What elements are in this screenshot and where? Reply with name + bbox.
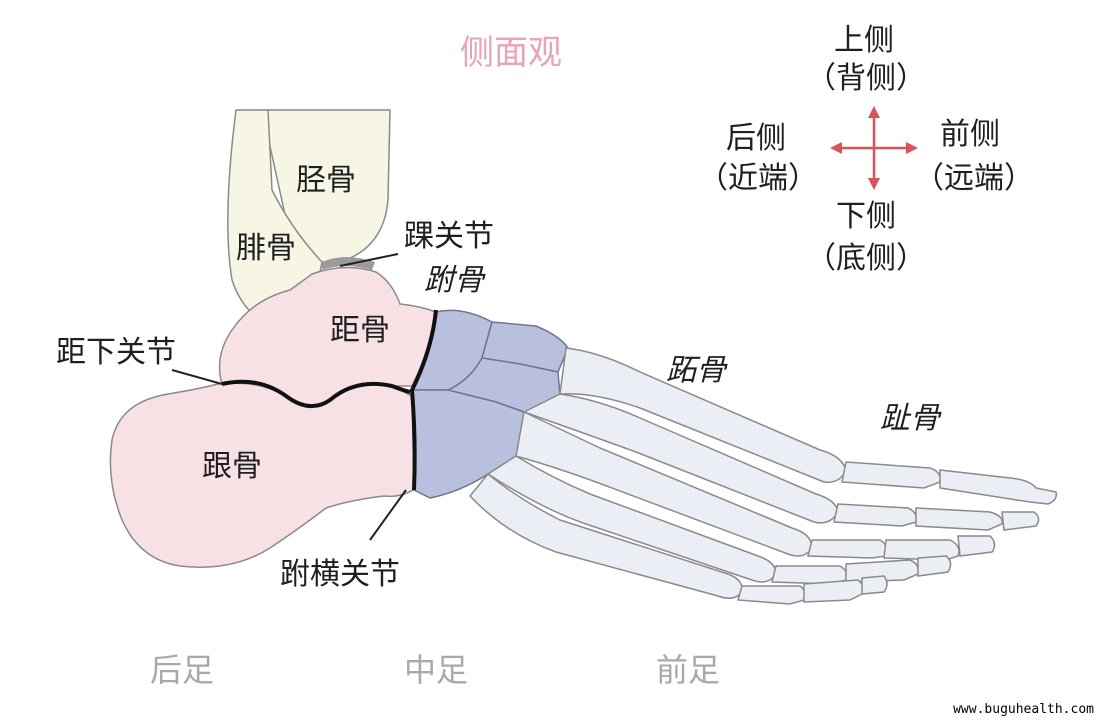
transverse-tarsal-joint-line [409,309,438,491]
phalanx-2b [915,507,1003,531]
ankle-joint-label: 踝关节 [404,219,494,254]
talus-label: 距骨 [330,313,390,348]
direction-right-sub-label: （远端） [914,161,1034,196]
direction-up-label: 上侧 [834,23,894,58]
calcaneus-label: 跟骨 [202,449,262,484]
phalanx-2a [833,503,918,527]
direction-right-label: 前侧 [940,117,1000,152]
phalanx-3a [807,539,888,559]
transverse-tarsal-leader-line [369,489,407,541]
metatarsals-label: 跖骨 [666,353,726,388]
phalanx-4c [917,555,952,577]
phalanx-1b [939,469,1058,505]
watermark-text: www.buguhealth.com [949,701,1098,718]
subtalar-joint-label: 距下关节 [56,335,176,370]
direction-arrows-icon [830,106,918,190]
phalanx-5a [737,585,807,605]
direction-up-sub-label: （背侧） [806,61,926,96]
direction-down-label: 下侧 [836,199,896,234]
ankle-leader-line [339,253,399,267]
phalanx-2c [1001,511,1040,531]
direction-down-sub-label: （底侧） [806,241,926,276]
phalanx-5b [803,579,865,603]
phalanges-group [737,461,1058,605]
diagram-title: 侧面观 [460,33,562,73]
hindfoot-label: 后足 [150,651,215,689]
phalanges-label: 趾骨 [880,401,940,436]
direction-left-sub-label: （近端） [698,161,818,196]
phalanx-1a [841,461,942,489]
tibia-label: 胫骨 [296,163,356,198]
forefoot-label: 前足 [656,651,721,689]
direction-left-label: 后侧 [726,121,786,156]
tarsals-label: 跗骨 [424,263,484,298]
fibula-label: 腓骨 [236,231,296,266]
subtalar-joint-line [221,379,411,408]
phalanx-3c [957,535,996,557]
phalanx-5c [861,575,888,595]
subtalar-leader-line [171,369,223,385]
midfoot-label: 中足 [404,651,469,689]
transverse-tarsal-joint-label: 跗横关节 [280,557,400,592]
